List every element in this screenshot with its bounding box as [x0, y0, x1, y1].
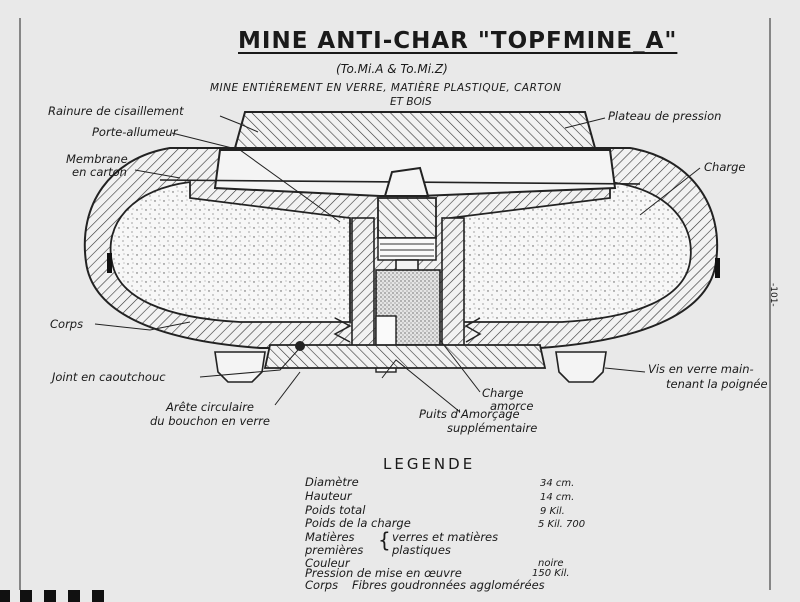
leader-charge-amorce — [439, 339, 481, 393]
label-puits-2: supplémentaire — [447, 421, 538, 435]
label-arete-1: Arête circulaire — [166, 400, 255, 414]
pressure-plate — [233, 111, 597, 149]
leader-porte-allumeur — [171, 132, 341, 223]
legend-value: 150 Kil. — [532, 568, 570, 579]
legend-corps-value: Fibres goudronnées agglomérées — [352, 578, 545, 592]
label-rainure: Rainure de cisaillement — [48, 104, 184, 118]
glass-screw-left — [214, 351, 266, 383]
label-arete-2: du bouchon en verre — [150, 414, 270, 428]
legend-label: Poids de la charge — [305, 516, 411, 530]
label-charge: Charge — [704, 160, 746, 174]
leader-puits — [381, 359, 461, 413]
fuse-body — [377, 197, 437, 239]
legend-label: Couleur — [305, 556, 350, 570]
legend-label: Matières — [305, 530, 355, 544]
legend-value: noire — [538, 558, 564, 569]
label-charge-amorce-1: Charge — [482, 386, 524, 400]
film-mark — [44, 590, 56, 602]
central-well-wall-left — [351, 217, 375, 354]
leader-joint — [199, 349, 299, 378]
leader-charge — [639, 167, 701, 216]
rubber-joint-icon — [295, 341, 305, 351]
legend-label: Diamètre — [305, 475, 359, 489]
legend-label: Corps — [305, 578, 339, 592]
page-number: -101- — [768, 283, 778, 307]
film-mark — [68, 590, 80, 602]
legend-title: LEGENDE — [383, 455, 476, 473]
main-charge — [109, 180, 351, 323]
base-plug — [263, 344, 547, 369]
label-porte-allumeur: Porte-allumeur — [92, 125, 178, 139]
legend-brace: { — [378, 528, 391, 552]
screw-threads-right — [464, 317, 482, 343]
label-membrane-1: Membrane — [66, 152, 128, 166]
grip-left — [107, 253, 112, 273]
film-mark — [92, 590, 104, 602]
legend-value: 5 Kil. 700 — [538, 519, 586, 530]
fuse-head — [383, 166, 430, 197]
leader-membrane — [134, 169, 181, 179]
label-plateau: Plateau de pression — [608, 109, 722, 123]
thread-section — [377, 237, 437, 261]
legend-label: premières — [305, 543, 364, 557]
legend-label: Pression de mise en œuvre — [305, 566, 462, 580]
legend-label: Hauteur — [305, 489, 352, 503]
label-puits-1: Puits d'Amorçage — [419, 407, 520, 421]
screw-threads-left — [333, 317, 352, 343]
legend-value: 14 cm. — [540, 492, 575, 503]
legend-matieres-2: plastiques — [392, 543, 451, 557]
page-title: MINE ANTI-CHAR "TOPFMINE_A" — [238, 28, 678, 54]
film-mark — [0, 590, 10, 602]
grip-right — [715, 258, 720, 278]
label-joint: Joint en caoutchouc — [52, 370, 166, 384]
label-charge-amorce-2: amorce — [490, 399, 534, 413]
label-corps: Corps — [50, 317, 84, 331]
central-well-wall-right — [441, 217, 465, 354]
leader-plateau — [564, 117, 606, 129]
label-vis-1: Vis en verre main- — [648, 362, 754, 376]
thread-lines — [380, 243, 434, 257]
page-subtitle: (To.Mi.A & To.Mi.Z) — [336, 62, 448, 76]
legend-label: Poids total — [305, 503, 366, 517]
leader-vis — [604, 367, 646, 373]
glass-screw-right — [555, 351, 607, 383]
description-line-1: MINE ENTIÈREMENT EN VERRE, MATIÈRE PLAST… — [210, 82, 562, 94]
main-charge-right — [449, 180, 692, 323]
legend-value: 9 Kil. — [540, 506, 565, 517]
legend-matieres-1: verres et matières — [392, 530, 499, 544]
label-membrane-2: en carton — [72, 165, 127, 179]
leader-rainure — [219, 115, 259, 133]
film-mark — [20, 590, 32, 602]
leader-corps — [94, 321, 191, 331]
legend-value: 34 cm. — [540, 478, 575, 489]
label-vis-2: tenant la poignée — [666, 377, 768, 391]
description-line-2: ET BOIS — [390, 96, 432, 108]
leader-arete — [274, 371, 301, 406]
